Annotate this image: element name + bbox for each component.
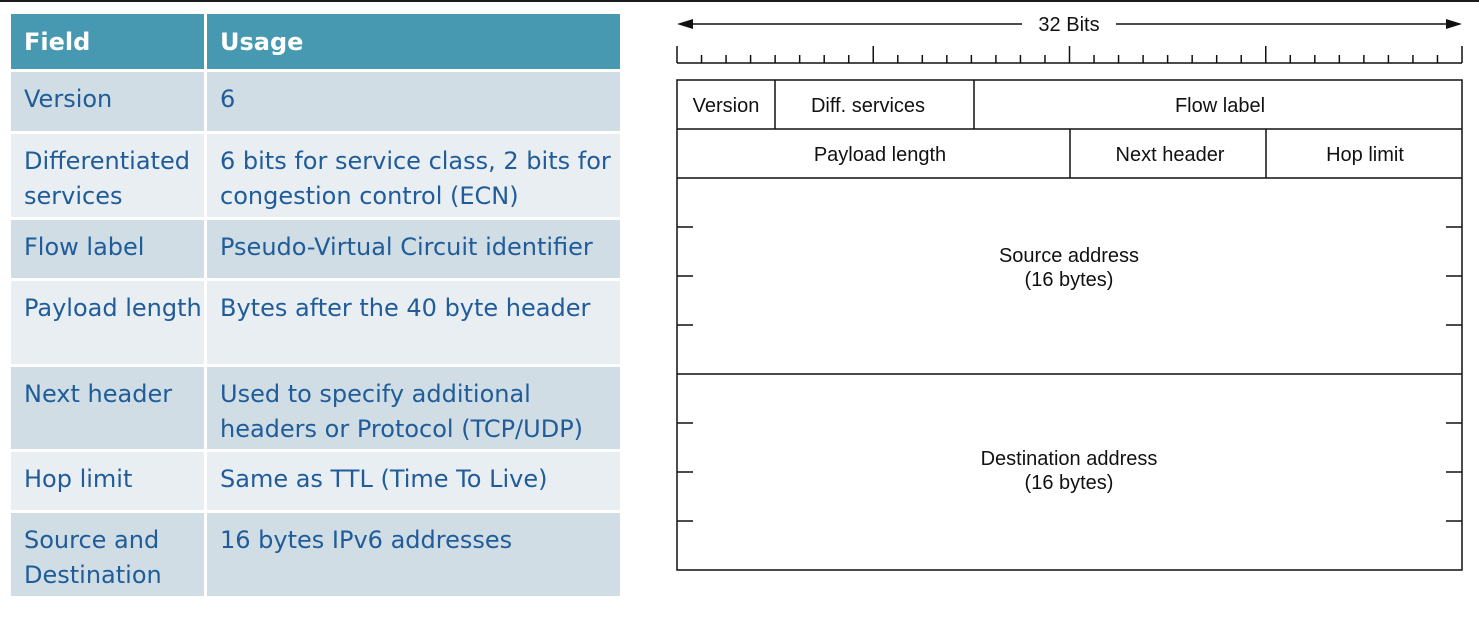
table-row: Source and Destination 16 bytes IPv6 add…: [8, 510, 623, 599]
usage-cell: Pseudo-Virtual Circuit identifier: [204, 217, 623, 281]
address-word-ticks: [677, 226, 1462, 522]
usage-cell: Same as TTL (Time To Live): [204, 449, 623, 513]
field-cell: Source and Destination: [8, 510, 207, 599]
header-field: Field: [8, 11, 207, 72]
arrow-left-icon: [677, 19, 693, 29]
table-header-row: Field Usage: [8, 11, 623, 72]
field-cell: Flow label: [8, 217, 207, 281]
table-row: Next header Used to specify additional h…: [8, 364, 623, 452]
bit-ruler: [676, 46, 1463, 64]
ipv6-fields-table: Field Usage Version 6 Differentiated ser…: [8, 11, 623, 599]
diff-services-field: Diff. services: [811, 95, 925, 117]
arrow-right-icon: [1446, 19, 1462, 29]
field-cell: Payload length: [8, 278, 207, 367]
version-field: Version: [693, 95, 760, 117]
flow-label-field: Flow label: [1175, 95, 1265, 117]
usage-cell: Used to specify additional headers or Pr…: [204, 364, 623, 452]
usage-cell: 6: [204, 69, 623, 134]
source-address-size: (16 bytes): [1025, 269, 1114, 291]
usage-cell: 6 bits for service class, 2 bits for con…: [204, 131, 623, 220]
field-cell: Hop limit: [8, 449, 207, 513]
table-row: Hop limit Same as TTL (Time To Live): [8, 449, 623, 513]
destination-address-size: (16 bytes): [1025, 472, 1114, 494]
usage-cell: Bytes after the 40 byte header: [204, 278, 623, 367]
hop-limit-field: Hop limit: [1326, 144, 1404, 166]
table-row: Version 6: [8, 69, 623, 134]
usage-cell: 16 bytes IPv6 addresses: [204, 510, 623, 599]
next-header-field: Next header: [1116, 144, 1225, 166]
field-cell: Version: [8, 69, 207, 134]
field-cell: Next header: [8, 364, 207, 452]
source-address-label: Source address: [999, 245, 1139, 267]
header-usage: Usage: [204, 11, 623, 72]
field-cell: Differentiated services: [8, 131, 207, 220]
payload-length-field: Payload length: [814, 144, 946, 166]
table-row: Flow label Pseudo-Virtual Circuit identi…: [8, 217, 623, 281]
destination-address-label: Destination address: [981, 448, 1158, 470]
width-label: 32 Bits: [1038, 14, 1099, 36]
table-row: Differentiated services 6 bits for servi…: [8, 131, 623, 220]
table-row: Payload length Bytes after the 40 byte h…: [8, 278, 623, 367]
top-border: [0, 0, 1479, 2]
